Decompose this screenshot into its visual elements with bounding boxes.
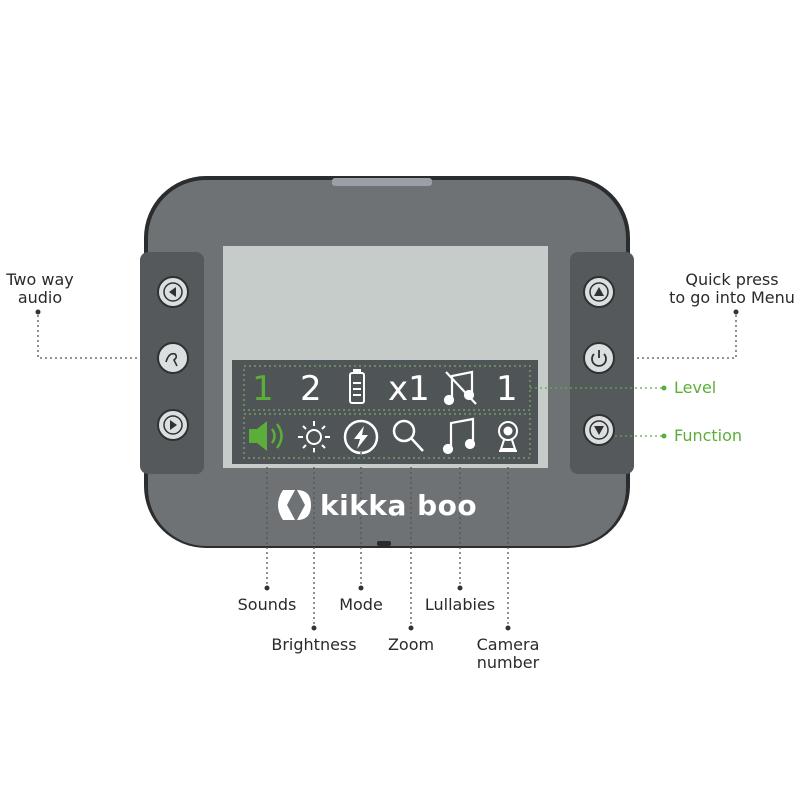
left-right-button bbox=[157, 409, 189, 441]
right-power-button bbox=[583, 342, 615, 374]
label-brightness: Brightness bbox=[271, 635, 357, 654]
brand-logo-text: kikka boo bbox=[320, 489, 478, 522]
battery-icon bbox=[349, 369, 365, 404]
top-strip bbox=[332, 178, 432, 186]
sun-icon bbox=[298, 421, 330, 453]
level-value-1: 1 bbox=[252, 369, 274, 409]
level-value-2: 2 bbox=[300, 369, 322, 409]
camera-value: 1 bbox=[496, 369, 518, 409]
label-quick-press: Quick press to go into Menu bbox=[669, 270, 795, 307]
label-sounds: Sounds bbox=[237, 595, 297, 614]
zoom-value: x1 bbox=[388, 369, 430, 409]
label-lullabies: Lullabies bbox=[424, 595, 496, 614]
camera-icon bbox=[498, 421, 518, 452]
music-off-icon bbox=[443, 370, 477, 406]
left-talk-button bbox=[157, 342, 189, 374]
right-down-button bbox=[583, 414, 615, 446]
label-zoom: Zoom bbox=[387, 635, 435, 654]
label-level: Level bbox=[674, 378, 717, 397]
lcd-band bbox=[232, 360, 538, 464]
right-up-button bbox=[583, 276, 615, 308]
music-note-icon bbox=[442, 417, 476, 455]
kikkaboo-logo-mark bbox=[278, 490, 311, 520]
label-two-way-audio: Two way audio bbox=[6, 270, 74, 307]
speaker-icon bbox=[249, 421, 283, 451]
left-up-button bbox=[157, 276, 189, 308]
label-camera-number: Camera number bbox=[476, 635, 540, 672]
label-function: Function bbox=[674, 426, 743, 445]
magnifier-icon bbox=[392, 419, 424, 452]
label-mode: Mode bbox=[339, 595, 383, 614]
